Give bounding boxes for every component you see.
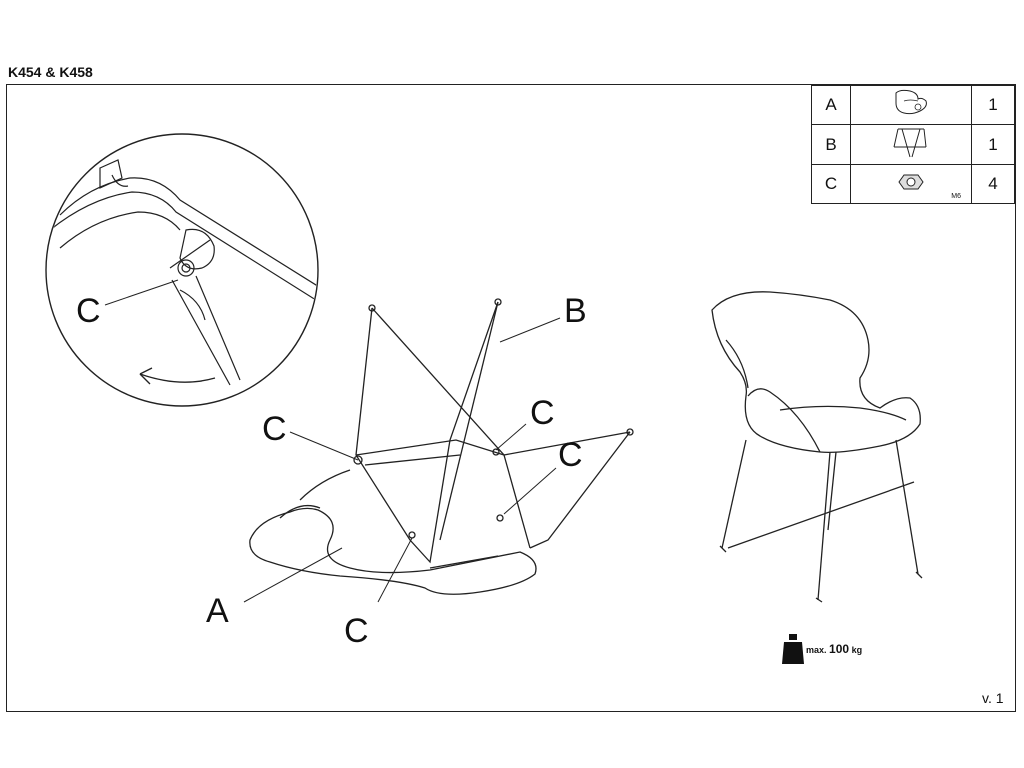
part-quantity: 1	[971, 85, 1015, 125]
table-row: C M6 4	[811, 164, 1015, 204]
table-row: A 1	[811, 85, 1015, 125]
nut-size-label: M6	[951, 193, 961, 200]
assembled-chair	[711, 291, 923, 603]
exploded-assembly	[243, 298, 634, 603]
max-load-label: max. 100 kg	[806, 642, 863, 656]
detail-view	[45, 133, 319, 407]
parts-table: A 1 B 1 C M6 4	[811, 85, 1015, 204]
part-quantity: 4	[971, 164, 1015, 204]
part-letter: B	[811, 124, 851, 165]
table-row: B 1	[811, 124, 1015, 165]
leg-frame-icon	[850, 124, 972, 165]
weight-icon	[782, 634, 804, 664]
part-quantity: 1	[971, 124, 1015, 165]
detail-label-c: C	[76, 292, 101, 330]
nut-c-label-mid: C	[530, 394, 555, 432]
hex-nut-icon: M6	[850, 164, 972, 204]
seat-shell-icon	[850, 85, 972, 125]
document-title: K454 & K458	[8, 64, 93, 80]
nut-c-label-bottom: C	[344, 612, 369, 650]
part-a-label: A	[206, 592, 229, 630]
part-b-label: B	[564, 292, 587, 330]
drawing-frame	[6, 84, 1016, 712]
version-label: v. 1	[982, 690, 1004, 706]
nut-c-label-left: C	[262, 410, 287, 448]
nut-c-label-right: C	[558, 436, 583, 474]
part-letter: A	[811, 85, 851, 125]
